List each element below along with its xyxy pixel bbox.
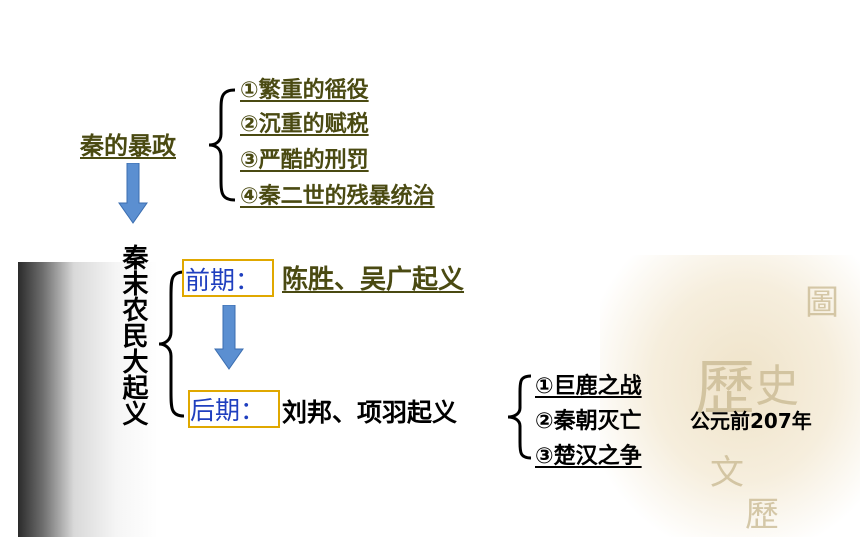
uprising-title: 秦末农民大起义	[118, 244, 148, 426]
down-arrow-icon	[118, 163, 148, 224]
event-item: ③楚汉之争	[535, 444, 642, 469]
early-label: 前期：	[185, 266, 261, 295]
watermark-glyph: 圖	[805, 283, 839, 323]
late-label: 后期：	[190, 396, 266, 425]
watermark-glyph: 歷	[745, 495, 779, 535]
cause-item: ④秦二世的残暴统治	[240, 184, 435, 209]
early-label-box	[182, 259, 274, 297]
cause-item: ③严酷的刑罚	[240, 148, 369, 173]
cause-item: ①繁重的徭役	[240, 78, 369, 103]
watermark-glyph: 史	[755, 361, 799, 412]
background-photo-strip	[18, 262, 158, 537]
uprising-brace	[158, 270, 185, 418]
down-arrow-icon	[214, 305, 244, 370]
causes-heading: 秦的暴政	[80, 132, 176, 160]
early-content: 陈胜、吴广起义	[282, 265, 465, 295]
late-content: 刘邦、项羽起义	[282, 398, 458, 427]
cause-item: ②沉重的赋税	[240, 112, 369, 137]
calligraphy-watermark: 歷 史 圖 文 歷	[600, 255, 860, 537]
causes-brace	[208, 88, 236, 202]
event-item: ①巨鹿之战	[535, 374, 642, 399]
watermark-glyph: 文	[710, 453, 744, 493]
date-note: 公元前207年	[690, 409, 812, 433]
late-label-box	[188, 390, 280, 428]
watermark-glyph: 歷	[695, 354, 755, 424]
events-brace	[507, 374, 532, 460]
event-item: ②秦朝灭亡	[535, 409, 642, 434]
